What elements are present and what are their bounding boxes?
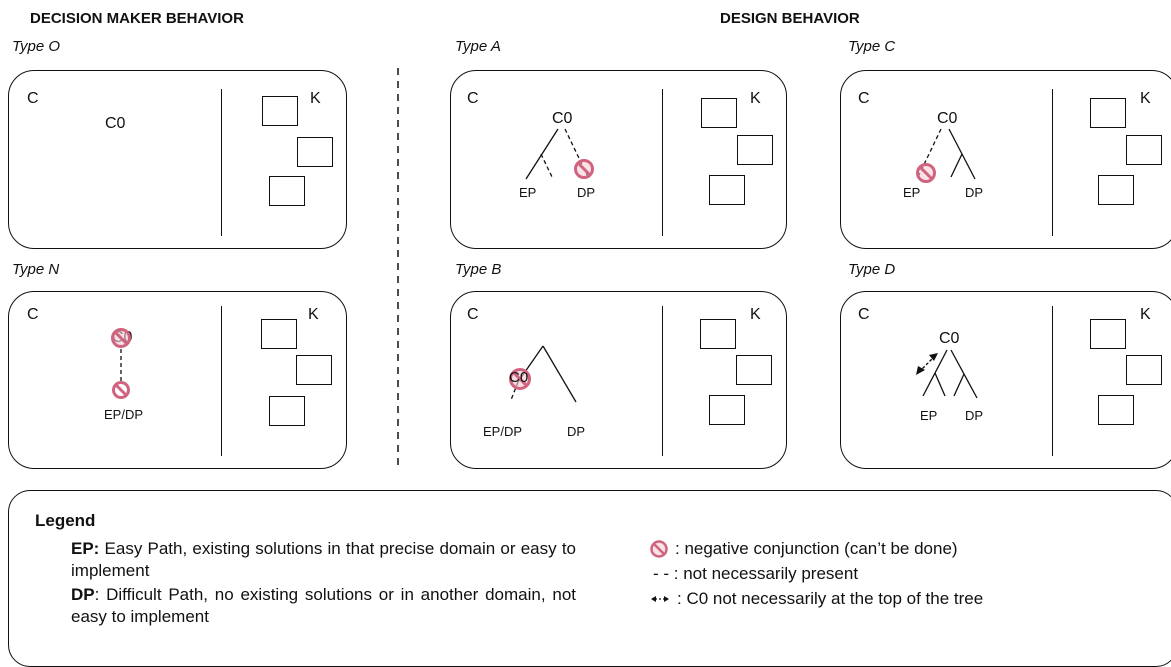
dp-term: DP	[71, 585, 95, 604]
legend-box: Legend EP: Easy Path, existing solutions…	[8, 490, 1171, 667]
k-space-label: K	[750, 90, 761, 107]
knowledge-box	[1090, 98, 1126, 128]
knowledge-box	[296, 355, 332, 385]
type-n-label: Type N	[12, 261, 60, 278]
k-space-label: K	[308, 306, 319, 323]
section-separator	[397, 68, 399, 470]
legend-dashed-row: - - : not necessarily present	[649, 564, 858, 584]
type-n-tree	[111, 328, 131, 399]
type-b-panel: C C0 EP/DP DP K	[450, 291, 787, 469]
k-space-label: K	[1140, 90, 1151, 107]
type-o-panel: C C0 K	[8, 70, 347, 249]
prohibited-circle-icon	[509, 368, 531, 390]
prohibited-circle-icon	[112, 381, 130, 399]
legend-arrow-row: : C0 not necessarily at the top of the t…	[649, 589, 983, 609]
dashed-description: : not necessarily present	[673, 564, 859, 583]
ep-text: Easy Path, existing solutions in that pr…	[71, 539, 576, 580]
type-a-panel: C C0 EP DP K	[450, 70, 787, 249]
type-d-tree	[916, 349, 978, 399]
dashed-symbol: - -	[653, 564, 674, 583]
knowledge-box	[1098, 175, 1134, 205]
knowledge-box	[737, 135, 773, 165]
dp-leaf: DP	[577, 185, 596, 200]
type-d-panel: C C0 EP DP K	[840, 291, 1171, 469]
c0-node: C0	[939, 330, 960, 347]
c-space-label: C	[27, 306, 39, 323]
knowledge-box	[700, 319, 736, 349]
ep-leaf: EP	[519, 185, 537, 200]
ck-divider	[662, 306, 663, 456]
ep-leaf: EP	[903, 185, 921, 200]
prohibited-circle-icon	[574, 159, 594, 179]
type-o-label: Type O	[12, 38, 61, 55]
prohibited-circle-icon	[650, 540, 668, 558]
dp-definition: DP: Difficult Path, no existing solution…	[71, 584, 576, 628]
prohibited-circle-icon	[916, 163, 936, 183]
c-space-label: C	[858, 306, 870, 323]
knowledge-box	[701, 98, 737, 128]
ck-divider	[221, 306, 222, 456]
prohibited-circle-icon	[111, 328, 131, 348]
ep-leaf: EP	[920, 408, 938, 423]
ck-divider	[1052, 306, 1053, 456]
type-d-label: Type D	[848, 261, 896, 278]
dp-leaf: DP	[965, 185, 984, 200]
c0-node: C0	[509, 369, 529, 386]
k-space-label: K	[750, 306, 761, 323]
c0-node: C0	[105, 115, 126, 132]
type-c-label: Type C	[848, 38, 896, 55]
knowledge-box	[261, 319, 297, 349]
c0-node: C0	[937, 110, 958, 127]
knowledge-box	[736, 355, 772, 385]
knowledge-box	[269, 176, 305, 206]
type-c-tree	[916, 128, 976, 183]
knowledge-box	[297, 137, 333, 167]
knowledge-box	[1090, 319, 1126, 349]
legend-negative-row: : negative conjunction (can’t be done)	[649, 539, 958, 559]
c-space-label: C	[27, 90, 39, 107]
ck-divider	[221, 89, 222, 236]
knowledge-box	[709, 175, 745, 205]
ep-dp-leaf: EP/DP	[104, 407, 144, 422]
c-space-label: C	[467, 306, 479, 323]
arrow-description: : C0 not necessarily at the top of the t…	[677, 589, 984, 608]
k-space-label: K	[310, 90, 321, 107]
knowledge-box	[1126, 135, 1162, 165]
type-b-label: Type B	[455, 261, 502, 278]
negative-description: : negative conjunction (can’t be done)	[675, 539, 958, 558]
c0-node: C0	[552, 110, 573, 127]
legend-title: Legend	[35, 511, 96, 530]
ep-dp-leaf: EP/DP	[483, 424, 523, 439]
knowledge-box	[269, 396, 305, 426]
design-behavior-heading: DESIGN BEHAVIOR	[720, 10, 860, 27]
ep-definition: EP: Easy Path, existing solutions in tha…	[71, 538, 576, 582]
dp-text: : Difficult Path, no existing solutions …	[71, 585, 576, 626]
c-space-label: C	[467, 90, 479, 107]
dp-leaf: DP	[567, 424, 586, 439]
type-n-panel: C C0 EP/DP K	[8, 291, 347, 469]
ck-divider	[662, 89, 663, 236]
knowledge-box	[709, 395, 745, 425]
dp-leaf: DP	[965, 408, 984, 423]
knowledge-box	[1126, 355, 1162, 385]
type-a-label: Type A	[455, 38, 501, 55]
c-space-label: C	[858, 90, 870, 107]
k-space-label: K	[1140, 306, 1151, 323]
knowledge-box	[262, 96, 298, 126]
ep-term: EP:	[71, 539, 100, 558]
double-arrow-icon	[651, 596, 669, 602]
type-a-tree	[525, 128, 594, 180]
knowledge-box	[1098, 395, 1134, 425]
type-b-tree	[509, 345, 577, 403]
type-c-panel: C C0 EP DP K	[840, 70, 1171, 249]
decision-maker-heading: DECISION MAKER BEHAVIOR	[30, 10, 244, 27]
double-arrow-icon	[916, 353, 938, 375]
ck-divider	[1052, 89, 1053, 236]
